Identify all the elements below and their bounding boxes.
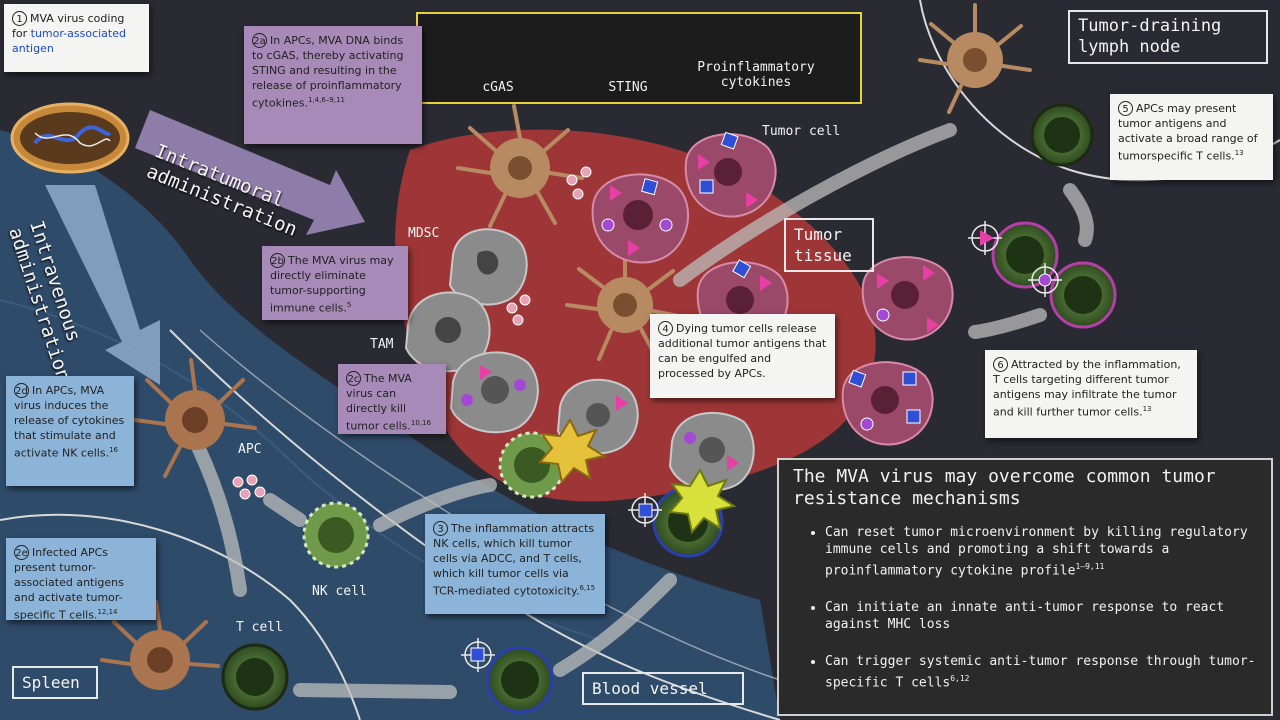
note-6-text: Attracted by the inflammation, T cells t… [993, 358, 1181, 419]
apc-label: APC [238, 442, 262, 457]
apc-cell-spleen [100, 600, 220, 690]
summary-list: Can reset tumor microenvironment by kill… [793, 524, 1261, 692]
note-5-number: 5 [1118, 101, 1133, 116]
note-2b-text: The MVA virus may directly eliminate tum… [270, 254, 394, 315]
summary-title: The MVA virus may overcome common tumor … [793, 466, 1216, 509]
note-2a-ref: 1,4,6–9,11 [308, 96, 345, 104]
note-2c-text: The MVA virus can directly kill tumor ce… [346, 372, 412, 433]
note-2d-number: 2d [14, 383, 29, 398]
tumor-cell-lymph [861, 256, 954, 341]
apc-cell-left [133, 358, 257, 478]
dying-grey-cell [449, 351, 539, 434]
summary-item-text: Can reset tumor microenvironment by kill… [825, 525, 1248, 579]
note-6-ref: 13 [1142, 405, 1152, 413]
note-3-number: 3 [433, 521, 448, 536]
lymph-node-label: Tumor-draining lymph node [1068, 10, 1268, 64]
blood-vessel-label: Blood vessel [582, 672, 744, 705]
note-5-ref: 13 [1234, 149, 1244, 157]
mdsc-cell [448, 228, 528, 306]
summary-panel: The MVA virus may overcome common tumor … [777, 458, 1273, 716]
t-cell-lymph-1 [1030, 103, 1094, 167]
nk-cell [302, 501, 370, 569]
kill-star-2 [668, 467, 737, 535]
kill-star-1 [538, 417, 607, 485]
t-cell-lymph-3 [1049, 261, 1117, 329]
legend-cytokines-label: Proinflammatory cytokines [697, 60, 815, 90]
mdsc-label: MDSC [408, 226, 440, 241]
legend-sting-label: STING [608, 80, 648, 95]
nk-cell-label: NK cell [312, 584, 367, 599]
note-4-number: 4 [658, 321, 673, 336]
note-2c-ref: 10,16 [410, 419, 431, 427]
note-5-text: APCs may present tumor antigens and acti… [1118, 102, 1258, 163]
note-2e-text: Infected APCs present tumor-associated a… [14, 546, 124, 622]
tumor-cell-2 [684, 131, 777, 218]
t-cell-lymph-2 [991, 221, 1059, 289]
mva-virus [10, 102, 130, 174]
tumor-cell-label: Tumor cell [762, 124, 841, 139]
note-2e-ref: 12,14 [97, 608, 118, 616]
apc-cell-mid [565, 245, 685, 361]
note-2d-text: In APCs, MVA virus induces the release o… [14, 384, 125, 460]
note-1-number: 1 [12, 11, 27, 26]
note-1-text: MVA virus coding for [12, 12, 125, 40]
sting-pathway-legend: cGAS STING Proinflammatory cytokines [416, 12, 862, 104]
t-cell-spleen [221, 643, 289, 711]
note-2d-ref: 16 [109, 446, 119, 454]
legend-cgas-label: cGAS [482, 80, 514, 95]
note-2c-number: 2c [346, 371, 361, 386]
tumor-cell-1 [591, 173, 689, 264]
tumor-cell-5 [841, 361, 934, 446]
summary-item-ref: 1–9,11 [1075, 562, 1105, 571]
note-2b-number: 2b [270, 253, 285, 268]
note-3-ref: 6,15 [579, 584, 596, 592]
note-2a-text: In APCs, MVA DNA binds to cGAS, thereby … [252, 34, 404, 110]
summary-item: Can initiate an innate anti-tumor respon… [825, 599, 1261, 633]
note-4-text: Dying tumor cells release additional tum… [658, 322, 827, 380]
summary-item-text: Can trigger systemic anti-tumor response… [825, 654, 1256, 691]
tam-label: TAM [370, 337, 394, 352]
tumor-tissue-label: Tumor tissue [784, 218, 874, 272]
note-2e-number: 2e [14, 545, 29, 560]
t-cell-blood [486, 646, 554, 714]
summary-item-text: Can initiate an innate anti-tumor respon… [825, 600, 1225, 633]
note-1-highlight: tumor-associated antigen [12, 27, 126, 55]
note-3-text: The inflammation attracts NK cells, whic… [433, 522, 595, 598]
summary-item: Can trigger systemic anti-tumor response… [825, 653, 1261, 691]
t-cell-label: T cell [236, 620, 283, 635]
intravenous-arrow [45, 185, 160, 385]
apc-cell-lymph [918, 3, 1032, 114]
apc-cell-top [456, 104, 584, 228]
summary-item-ref: 6,12 [950, 674, 970, 684]
spleen-label: Spleen [12, 666, 98, 699]
summary-item: Can reset tumor microenvironment by kill… [825, 524, 1261, 579]
dying-grey-cell-3 [668, 411, 755, 492]
note-6-number: 6 [993, 357, 1008, 372]
intratumoral-arrow [135, 110, 365, 235]
note-2a-number: 2a [252, 33, 267, 48]
note-2b-ref: 5 [346, 301, 352, 309]
